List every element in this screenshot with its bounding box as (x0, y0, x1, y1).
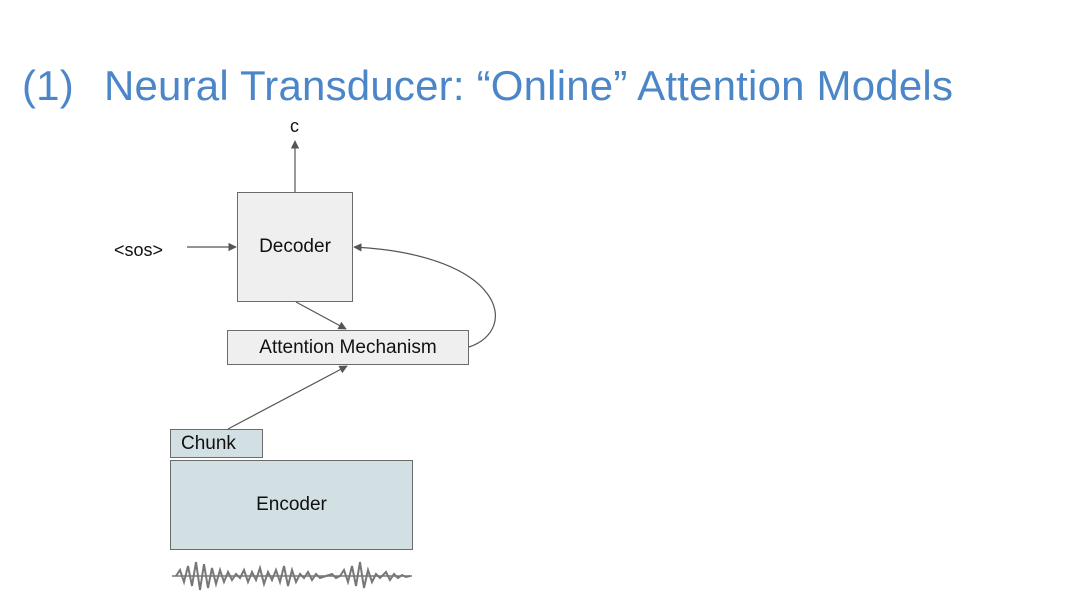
slide-title: (1) Neural Transducer: “Online” Attention… (22, 62, 953, 110)
attention-feedback-arrow (353, 243, 496, 348)
decoder-label: Decoder (259, 236, 331, 257)
chunk-label: Chunk (181, 432, 236, 454)
chunk-box: Chunk (170, 429, 263, 458)
chunk-to-attention-arrow (227, 365, 348, 430)
attention-mechanism-box: Attention Mechanism (227, 330, 469, 365)
slide-title-text: Neural Transducer: “Online” Attention Mo… (103, 62, 954, 109)
slide-number: (1) (22, 62, 74, 109)
encoder-box: Encoder (170, 460, 413, 550)
attention-label: Attention Mechanism (259, 336, 437, 358)
output-label: c (290, 116, 299, 136)
decoder-to-attention-arrow (295, 301, 347, 330)
encoder-label: Encoder (256, 494, 327, 515)
decoder-box: Decoder (237, 192, 353, 302)
sos-input-label: <sos> (114, 240, 164, 260)
audio-waveform-icon (172, 561, 412, 591)
